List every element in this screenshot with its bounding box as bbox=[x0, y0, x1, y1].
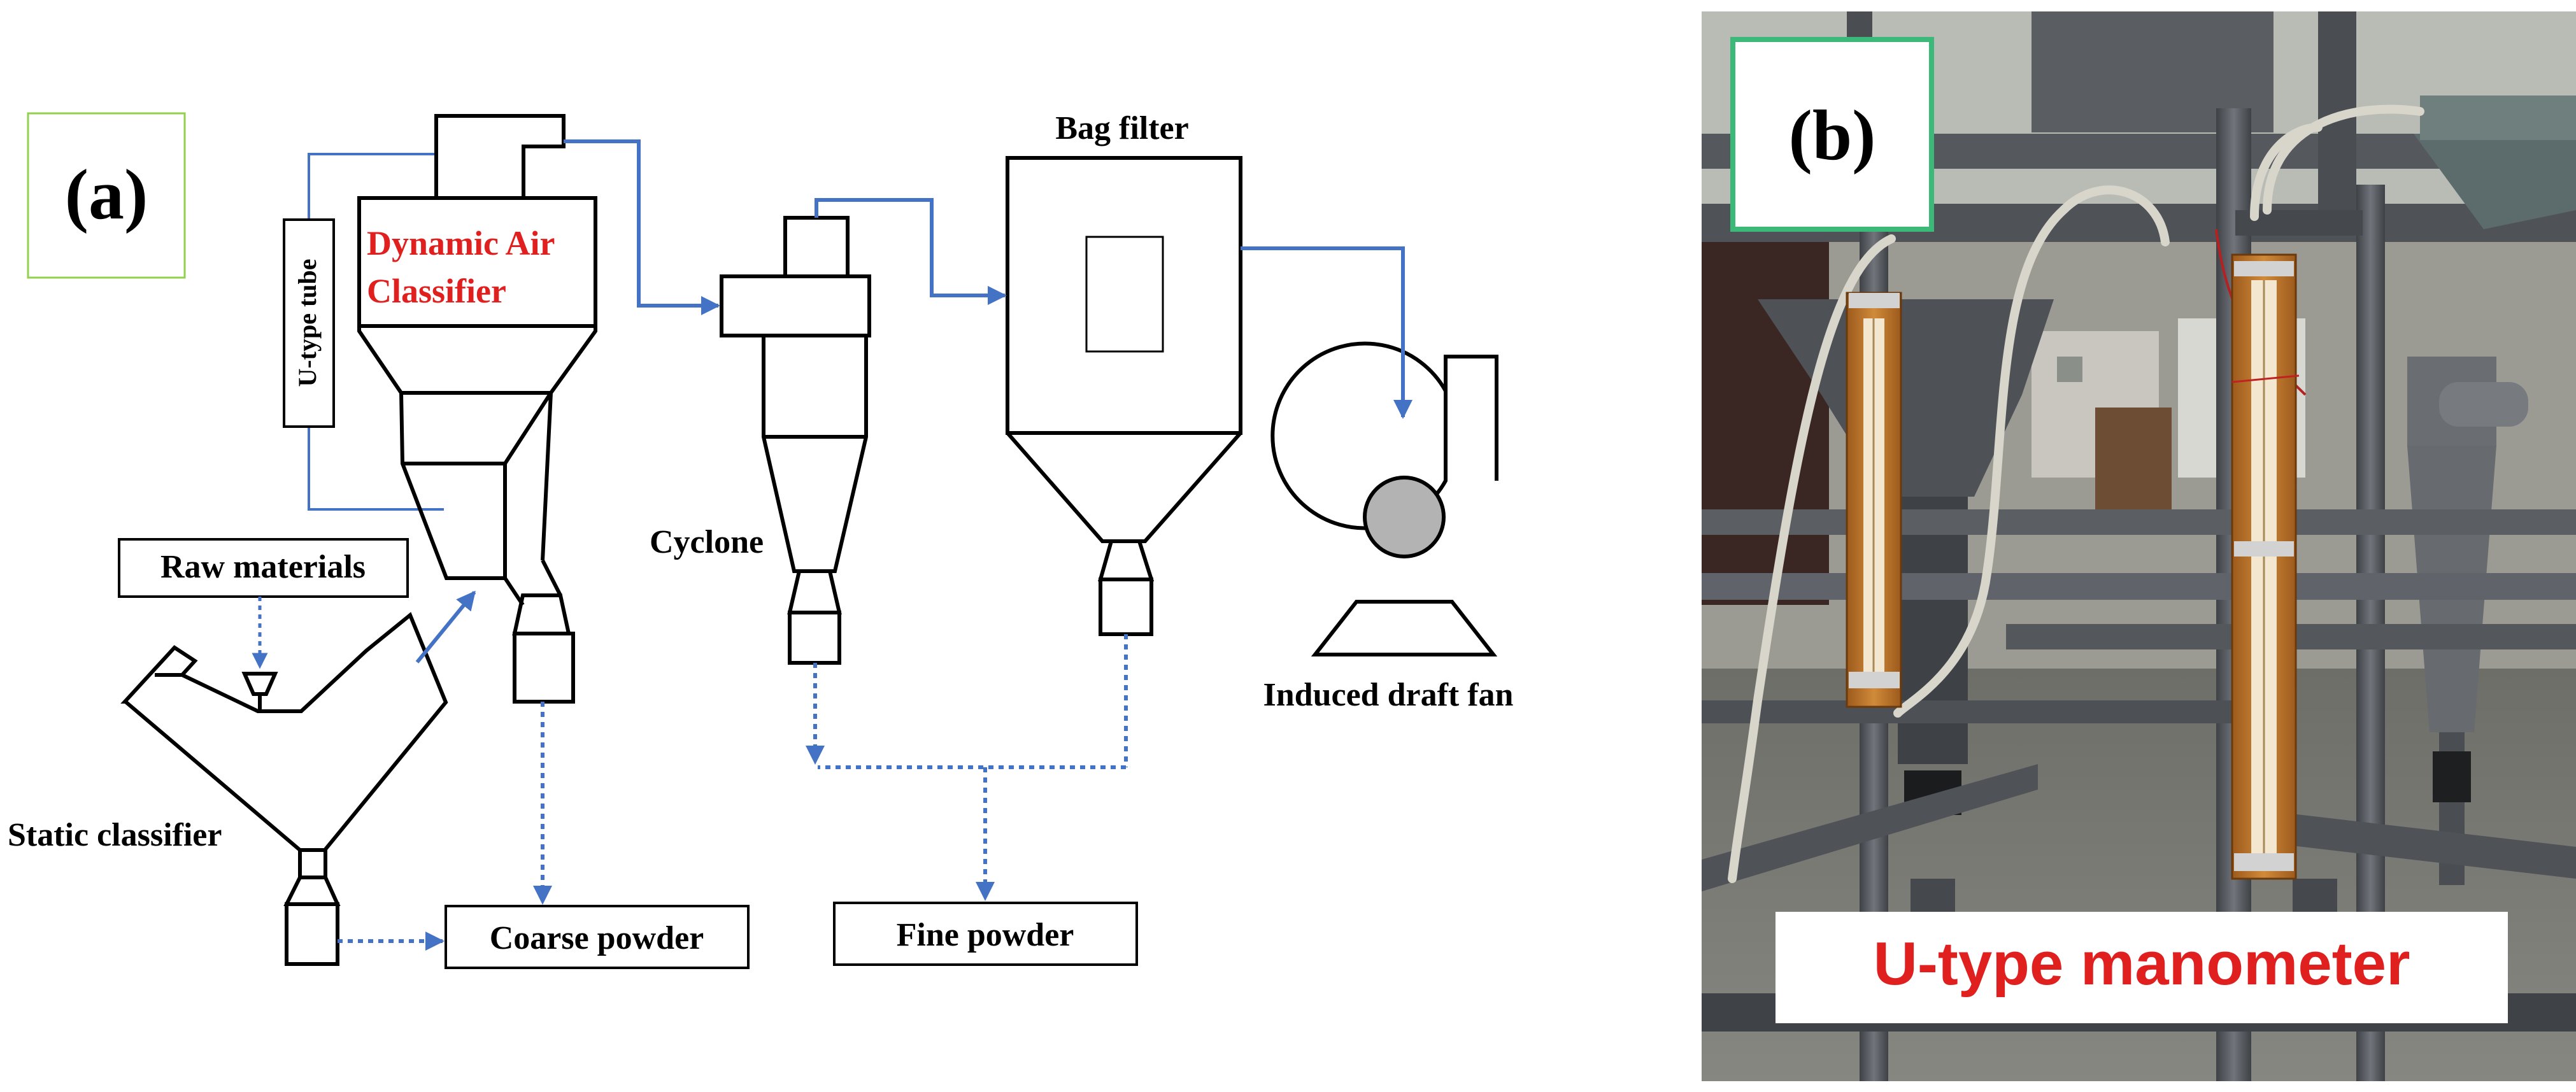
panel-a: (a) U-type tube Dynamic Air Classifier bbox=[8, 110, 1514, 969]
manometer-right bbox=[2231, 253, 2300, 880]
induced-draft-fan bbox=[1270, 341, 1498, 656]
powder-flow-arrows bbox=[338, 634, 1128, 951]
static-classifier-label: Static classifier bbox=[8, 817, 222, 853]
u-type-tube-box bbox=[283, 218, 335, 428]
fine-powder-label: Fine powder bbox=[897, 917, 1074, 953]
dynamic-air-classifier bbox=[357, 114, 597, 704]
bag-filter bbox=[1006, 156, 1242, 636]
panel-a-tag: (a) bbox=[65, 155, 148, 234]
manometer-caption: U-type manometer bbox=[1874, 930, 2410, 998]
flow-cyclone-to-bag-filter bbox=[815, 198, 1007, 305]
air-flow-arrows bbox=[415, 139, 1413, 663]
manometer-caption-box bbox=[1775, 912, 2508, 1023]
raw-materials-label: Raw materials bbox=[160, 549, 366, 585]
manometer-left bbox=[1846, 292, 1902, 708]
static-classifier bbox=[120, 612, 448, 966]
dynamic-air-classifier-label-line2: Classifier bbox=[367, 272, 506, 310]
cyclone bbox=[720, 216, 871, 665]
induced-draft-fan-label: Induced draft fan bbox=[1263, 677, 1514, 713]
flow-bag-filter-to-fan bbox=[1241, 246, 1413, 419]
panel-a-tag-box bbox=[27, 112, 186, 279]
coarse-powder-label: Coarse powder bbox=[490, 920, 704, 956]
panel-b-tag: (b) bbox=[1789, 96, 1876, 175]
raw-materials-box bbox=[118, 538, 409, 598]
u-type-tube-label: U-type tube bbox=[293, 259, 322, 386]
coarse-powder-box bbox=[445, 905, 750, 969]
dynamic-air-classifier-label-line1: Dynamic Air bbox=[367, 224, 555, 262]
panel-b-photo: (b) U-type manometer bbox=[1702, 11, 2576, 1081]
fine-powder-box bbox=[833, 902, 1138, 966]
flow-static-to-classifier bbox=[415, 590, 476, 663]
cyclone-label: Cyclone bbox=[650, 524, 764, 560]
panel-b-tag-box bbox=[1730, 37, 1934, 232]
bag-filter-label: Bag filter bbox=[1055, 110, 1188, 146]
flow-classifier-to-cyclone bbox=[564, 139, 720, 315]
